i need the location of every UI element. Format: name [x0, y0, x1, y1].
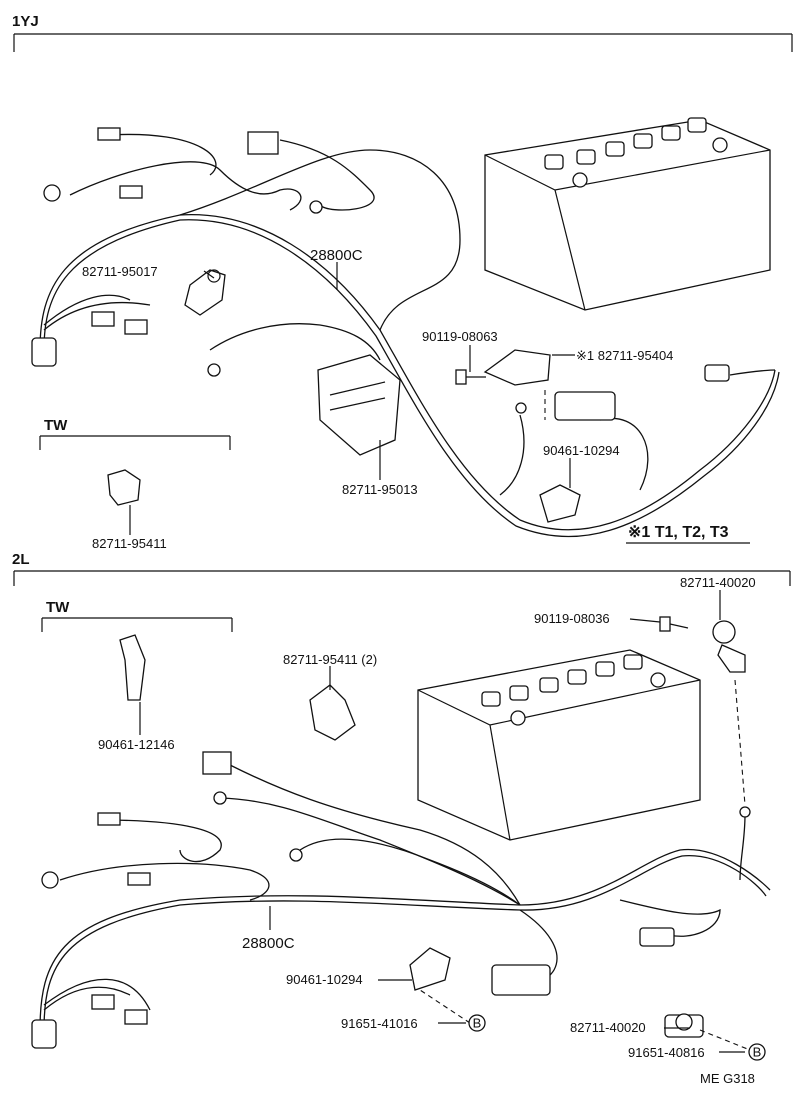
battery-2l-caps — [481, 654, 666, 726]
bolt-90119-08036 — [659, 616, 689, 632]
label-28800c-1yj: 28800C — [310, 247, 363, 264]
battery-1yj — [484, 117, 771, 311]
label-90119-08063: 90119-08063 — [422, 329, 498, 344]
section-frame-1yj — [13, 33, 793, 52]
label-82711-95404: ※1 82711-95404 — [576, 348, 673, 363]
tw-bracket-1 — [39, 435, 231, 450]
bolt-90119-08063 — [455, 369, 486, 385]
label-28800c-2l: 28800C — [242, 935, 295, 952]
section-title-1yj: 1YJ — [12, 13, 39, 30]
clamp-90461-10294-2l — [409, 947, 451, 991]
label-91651-41016: 91651-41016 — [341, 1016, 418, 1031]
section-title-2l: 2L — [12, 551, 30, 568]
clamp-82711-95411-2l — [309, 684, 356, 741]
label-91651-40816: 91651-40816 — [628, 1045, 705, 1060]
label-82711-95017: 82711-95017 — [82, 264, 158, 279]
label-90461-10294-2l: 90461-10294 — [286, 972, 363, 987]
label-82711-95013: 82711-95013 — [342, 482, 418, 497]
battery-1yj-caps — [544, 117, 728, 188]
tw-bracket-2 — [41, 617, 233, 632]
svg-text:B: B — [753, 1045, 762, 1060]
label-82711-40020-top: 82711-40020 — [680, 575, 756, 590]
bracket-82711-95013 — [317, 354, 401, 456]
clamp-90461-12146 — [119, 634, 146, 701]
label-82711-95411-1yj: 82711-95411 — [92, 536, 167, 551]
bracket-82711-95404 — [483, 349, 551, 386]
section-frame-2l — [13, 570, 791, 586]
clamp-82711-95411-1yj — [107, 469, 141, 506]
marker-b-1: B — [468, 1014, 486, 1032]
clamp-82711-40020-bottom — [664, 1013, 704, 1038]
tw-label-2: TW — [46, 599, 70, 616]
marker-b-2: B — [748, 1043, 766, 1061]
label-82711-40020-bottom: 82711-40020 — [570, 1020, 646, 1035]
connectors-2l — [31, 751, 751, 1049]
battery-2l — [417, 649, 701, 841]
label-note-t1-t2-t3: ※1 T1, T2, T3 — [628, 524, 729, 541]
clamp-90461-10294-1yj — [539, 484, 581, 523]
clamp-82711-40020-top — [712, 620, 746, 673]
label-82711-95411-2: 82711-95411 (2) — [283, 652, 377, 667]
label-code: ME G318 — [700, 1071, 755, 1086]
connectors-1yj — [31, 127, 730, 421]
leaders-1yj — [129, 262, 575, 535]
label-90461-12146: 90461-12146 — [98, 737, 175, 752]
wire-harness-2l — [39, 764, 771, 1031]
clamp-82711-95017 — [184, 269, 226, 316]
svg-text:B: B — [473, 1016, 482, 1031]
leaders-2l — [139, 590, 756, 1053]
tw-label-1: TW — [44, 417, 68, 434]
label-90461-10294-1yj: 90461-10294 — [543, 443, 620, 458]
label-90119-08036: 90119-08036 — [534, 611, 610, 626]
